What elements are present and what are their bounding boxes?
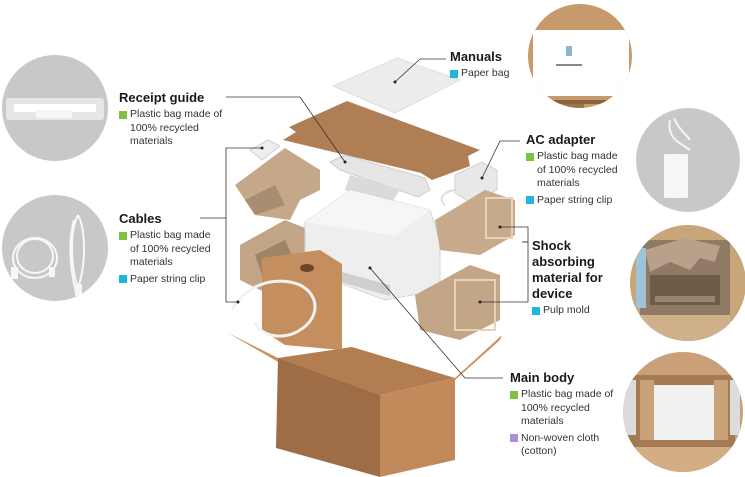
- paper-swatch-icon: [526, 196, 534, 204]
- pulp-mold-right-bottom: [415, 265, 500, 340]
- label-main-body: Main body Plastic bag made of 100% recyc…: [510, 370, 618, 462]
- material-item: Plastic bag made of 100% recycled materi…: [526, 150, 626, 191]
- cardboard-box: [228, 250, 502, 477]
- nonwoven-swatch-icon: [510, 434, 518, 442]
- label-title: Manuals: [450, 49, 503, 64]
- label-shock-absorbing: Shock absorbing material for device Pulp…: [532, 238, 634, 321]
- receipt-guide-photo: [2, 55, 108, 161]
- manuals-sheet: [331, 57, 462, 114]
- material-item: Non-woven cloth (cotton): [510, 432, 618, 459]
- paper-swatch-icon: [119, 275, 127, 283]
- paper-swatch-icon: [450, 69, 458, 78]
- label-cables: Cables Plastic bag made of 100% recycled…: [119, 211, 215, 289]
- recycled-plastic-swatch-icon: [119, 231, 127, 240]
- label-receipt-guide: Receipt guide Plastic bag made of 100% r…: [119, 90, 231, 152]
- label-title: Main body: [510, 370, 575, 385]
- pulp-mold-right-top: [435, 190, 515, 255]
- recycled-plastic-swatch-icon: [119, 110, 127, 119]
- label-title: Cables: [119, 211, 162, 226]
- recycled-plastic-swatch-icon: [526, 152, 534, 161]
- leader-lines: [200, 58, 529, 379]
- paper-swatch-icon: [532, 306, 540, 315]
- label-manuals: Manuals Paper bag: [450, 49, 540, 84]
- cables-photo: [2, 195, 108, 301]
- material-item: Paper string clip: [526, 194, 626, 208]
- material-item: Plastic bag made of 100% recycled materi…: [119, 108, 231, 149]
- cardboard-sheet: [283, 101, 480, 180]
- material-item: Paper string clip: [119, 273, 215, 287]
- pulp-mold-photo: [630, 225, 745, 341]
- label-ac-adapter: AC adapter Plastic bag made of 100% recy…: [526, 132, 626, 210]
- material-item: Plastic bag made of 100% recycled materi…: [119, 229, 215, 270]
- label-title: Receipt guide: [119, 90, 205, 105]
- coiled-cable: [230, 279, 317, 338]
- label-title: AC adapter: [526, 132, 596, 147]
- recycled-plastic-swatch-icon: [510, 390, 518, 399]
- manuals-photo: [528, 4, 632, 108]
- cable-bundle-part: [249, 139, 281, 161]
- ac-adapter-photo: [636, 108, 740, 212]
- material-item: Plastic bag made of 100% recycled materi…: [510, 388, 618, 429]
- receipt-guide-part: [329, 154, 431, 205]
- material-item: Paper bag: [450, 67, 540, 81]
- main-body-photo: [623, 352, 743, 472]
- material-item: Pulp mold: [532, 304, 634, 318]
- pulp-mold-left-top: [235, 148, 320, 220]
- label-title: Shock absorbing material for device: [532, 238, 603, 301]
